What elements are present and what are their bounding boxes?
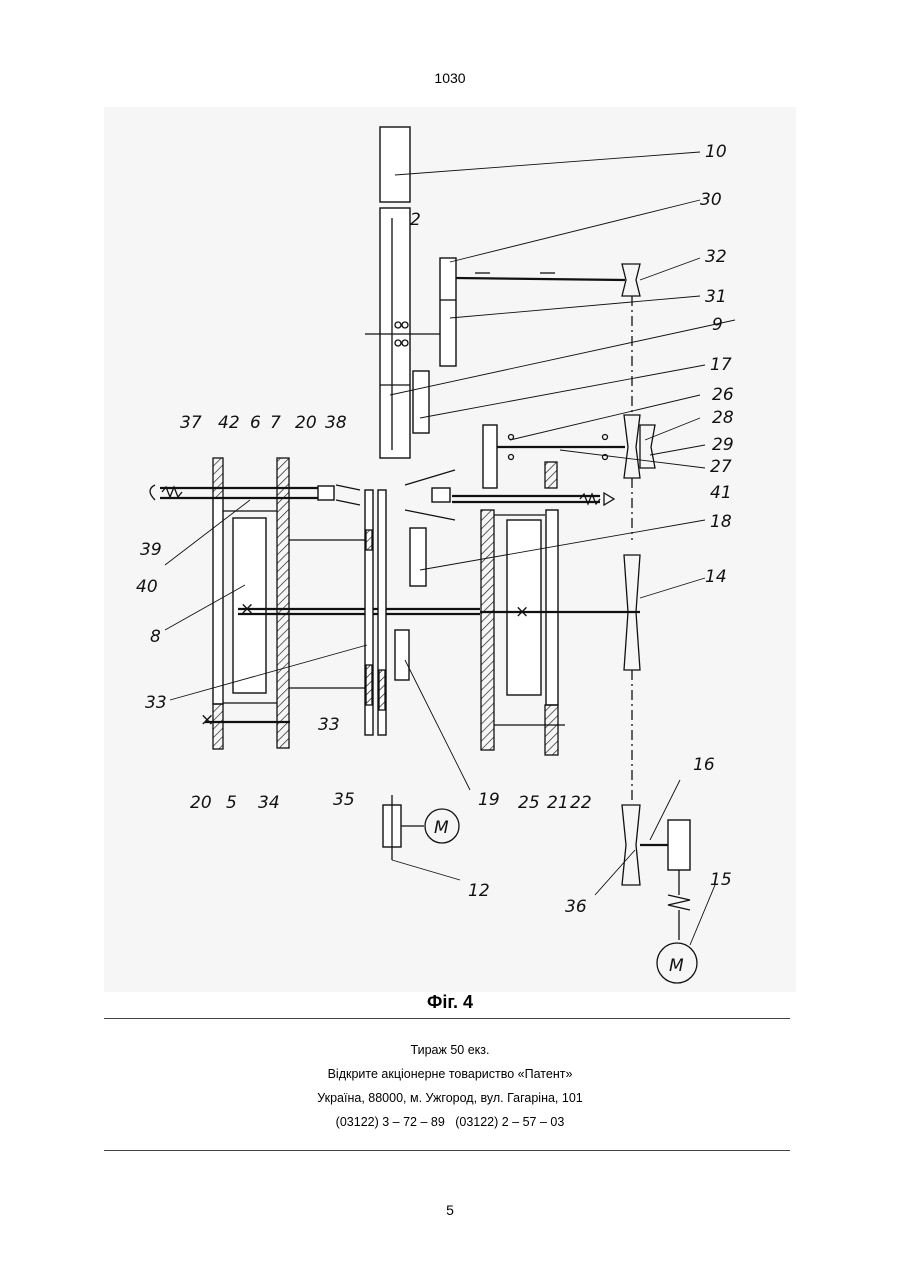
svg-text:28: 28 [712,408,734,428]
svg-text:2: 2 [410,210,421,230]
svg-text:17: 17 [710,355,732,375]
svg-text:22: 22 [570,793,592,813]
svg-text:20: 20 [295,413,317,433]
svg-text:18: 18 [710,512,732,532]
svg-text:34: 34 [258,793,280,813]
svg-text:10: 10 [705,142,727,162]
svg-text:40: 40 [136,577,158,597]
svg-text:27: 27 [710,457,732,477]
page-reference: 1030 [0,70,900,86]
svg-text:19: 19 [478,790,500,810]
svg-text:15: 15 [710,870,732,890]
divider-bottom [104,1150,790,1151]
svg-text:6: 6 [250,413,261,433]
svg-text:×: × [200,710,214,730]
left-assembly: × × [150,458,480,749]
svg-text:5: 5 [226,793,237,813]
right-assembly: × [432,488,640,755]
part-labels: 10 2 30 32 31 9 17 26 28 29 27 37 42 6 7… [136,142,734,917]
publisher-imprint: Тираж 50 екз. Відкрите акціонерне товари… [0,1038,900,1134]
divider-top [104,1018,790,1019]
block-18 [410,528,426,586]
svg-text:9: 9 [712,315,723,335]
svg-text:38: 38 [325,413,347,433]
svg-text:25: 25 [518,793,540,813]
svg-text:8: 8 [150,627,161,647]
svg-text:20: 20 [190,793,212,813]
svg-text:36: 36 [565,897,587,917]
svg-text:×: × [515,602,529,622]
svg-text:16: 16 [693,755,715,775]
svg-text:35: 35 [333,790,355,810]
svg-text:21: 21 [547,793,569,813]
print-run: Тираж 50 екз. [0,1038,900,1062]
central-discs [365,470,455,735]
mechanism-diagram: × × × [104,107,796,992]
svg-text:29: 29 [712,435,734,455]
block-19 [395,630,409,680]
publisher-phones: (03122) 3 – 72 – 89 (03122) 2 – 57 – 03 [0,1110,900,1134]
page-number: 5 [0,1202,900,1218]
svg-text:41: 41 [710,483,732,503]
svg-text:32: 32 [705,247,727,267]
svg-text:M: M [434,818,449,838]
svg-text:33: 33 [318,715,340,735]
publisher-name: Відкрите акціонерне товариство «Патент» [0,1062,900,1086]
upper-sprocket-drive [440,258,640,415]
svg-text:30: 30 [700,190,722,210]
svg-text:7: 7 [270,413,281,433]
svg-text:33: 33 [145,693,167,713]
publisher-address: Україна, 88000, м. Ужгород, вул. Гагарін… [0,1086,900,1110]
svg-text:39: 39 [140,540,162,560]
figure-caption: Фіг. 4 [0,992,900,1013]
svg-text:M: M [669,956,684,976]
svg-text:37: 37 [180,413,202,433]
svg-text:12: 12 [468,881,490,901]
block-17 [413,371,429,433]
svg-text:42: 42 [218,413,240,433]
svg-text:14: 14 [705,567,727,587]
svg-text:×: × [240,599,254,619]
svg-text:26: 26 [712,385,734,405]
svg-text:31: 31 [705,287,727,307]
technical-drawing: × × × [104,107,796,992]
